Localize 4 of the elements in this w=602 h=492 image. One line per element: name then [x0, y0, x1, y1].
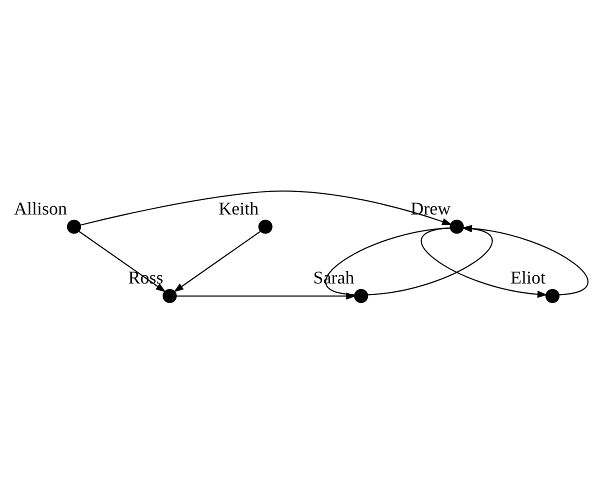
node-label: Keith: [218, 198, 259, 218]
node-label: Eliot: [510, 267, 546, 288]
node-label: Drew: [410, 198, 451, 218]
node-label: Allison: [14, 198, 68, 218]
